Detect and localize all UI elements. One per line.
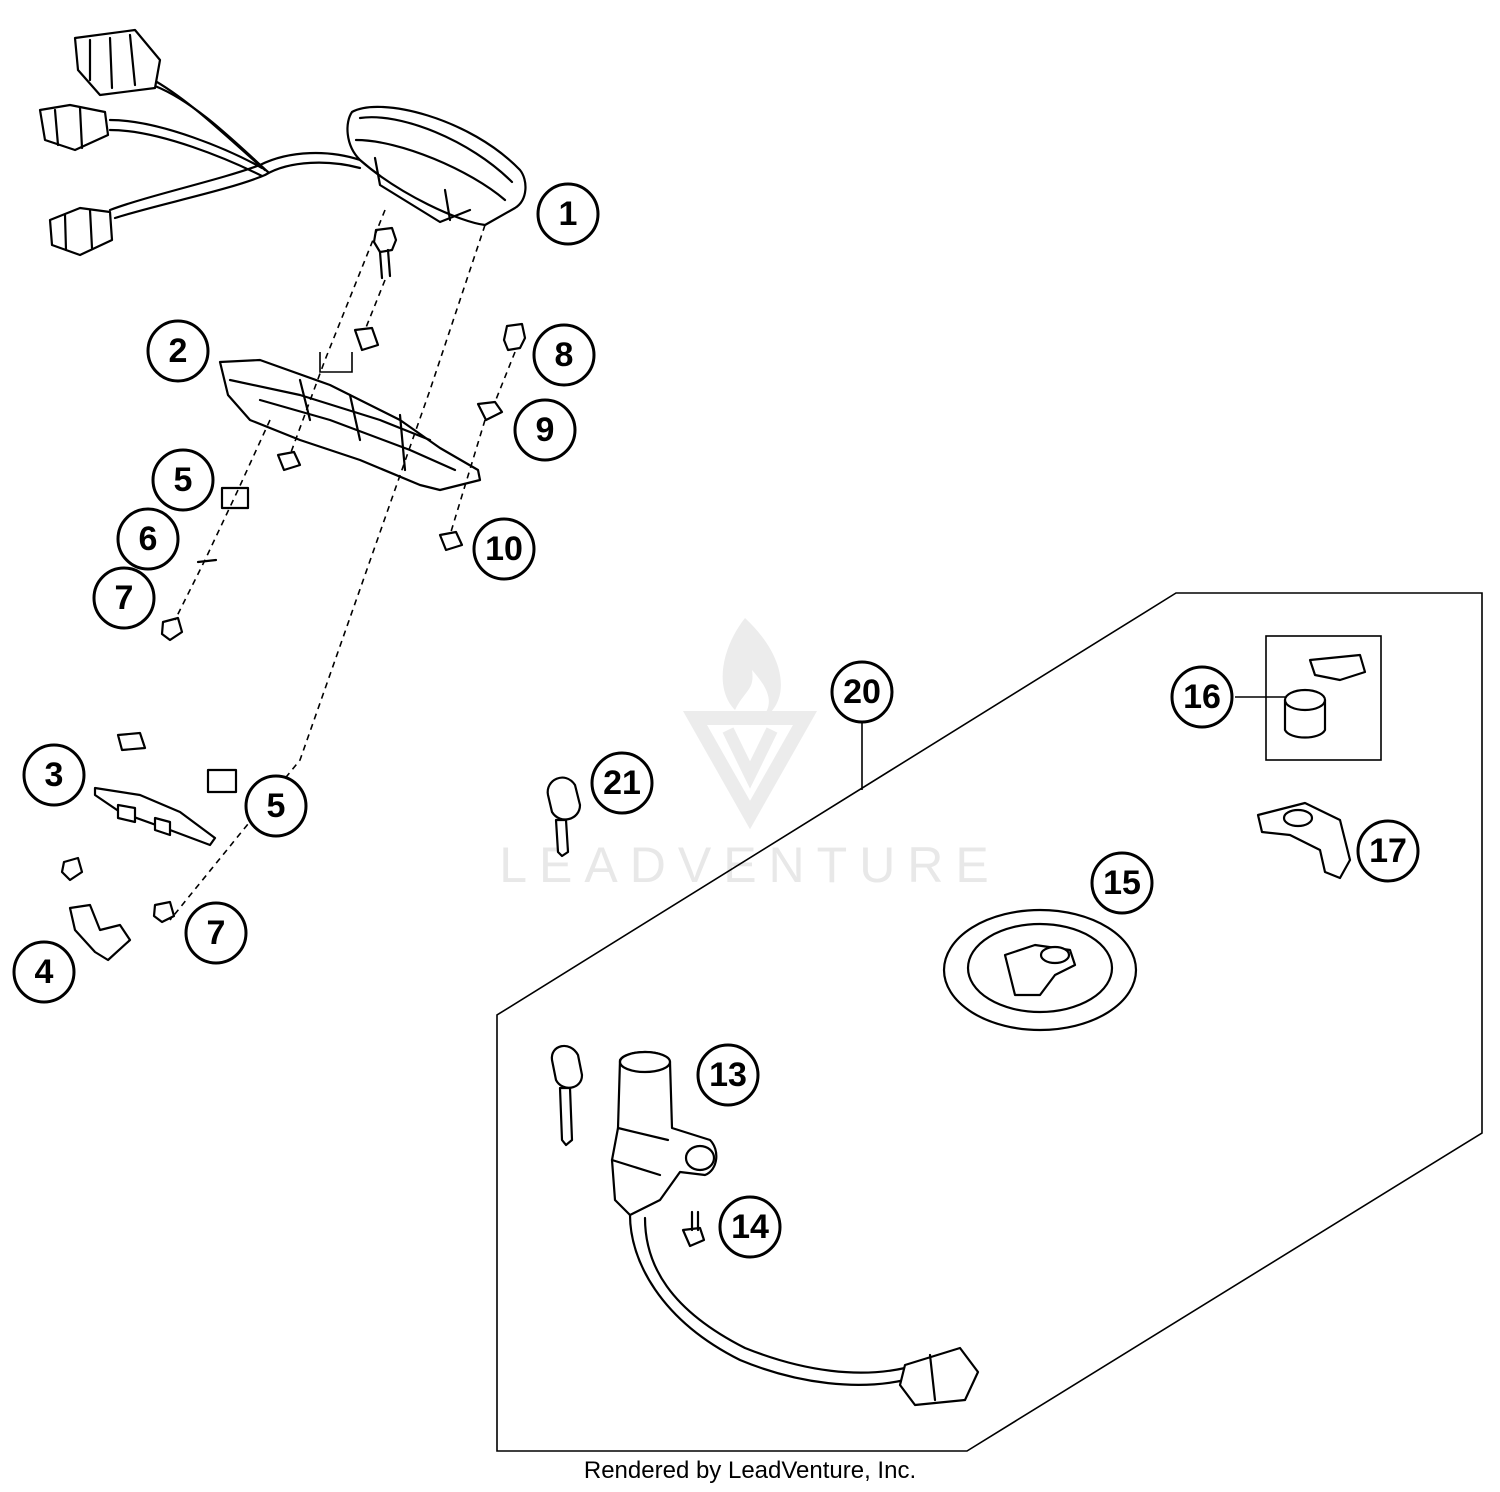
- svg-text:14: 14: [731, 1208, 769, 1246]
- screw-8: [502, 322, 527, 352]
- svg-text:17: 17: [1369, 832, 1407, 870]
- callout-13: 13: [696, 1043, 760, 1107]
- callout-17: 17: [1356, 819, 1420, 883]
- svg-text:9: 9: [536, 411, 555, 449]
- fuel-cap-15: [942, 908, 1138, 1032]
- spacer-top: [353, 326, 380, 352]
- svg-text:10: 10: [485, 530, 523, 568]
- screw-small: [60, 856, 84, 882]
- watermark-text: LEADVENTURE: [499, 837, 1001, 893]
- assembly-line: [169, 224, 486, 921]
- screw-7b: [152, 900, 176, 924]
- callout-16: 16: [1170, 665, 1234, 729]
- callout-7a: 7: [92, 566, 156, 630]
- callout-15: 15: [1090, 851, 1154, 915]
- board-3: [93, 731, 217, 847]
- assembly-line: [174, 419, 271, 621]
- callout-5a: 5: [151, 448, 215, 512]
- leader-spacer: [319, 352, 353, 373]
- screw-14: [681, 1210, 706, 1248]
- ignition-lock-13: [610, 1050, 718, 1217]
- svg-text:1: 1: [559, 195, 578, 233]
- svg-text:5: 5: [174, 461, 193, 499]
- svg-text:5: 5: [267, 787, 286, 825]
- kit-outline: [496, 592, 1483, 1452]
- callout-1: 1: [536, 182, 600, 246]
- svg-text:3: 3: [45, 756, 64, 794]
- svg-text:2: 2: [169, 332, 188, 370]
- svg-text:21: 21: [603, 764, 641, 802]
- callout-8: 8: [532, 323, 596, 387]
- svg-text:13: 13: [709, 1056, 747, 1094]
- svg-text:4: 4: [35, 953, 54, 991]
- callout-14: 14: [718, 1195, 782, 1259]
- inset-box-16: [1265, 635, 1382, 761]
- nut-10: [438, 530, 464, 552]
- callout-5b: 5: [244, 774, 308, 838]
- svg-text:8: 8: [555, 336, 574, 374]
- callout-21: 21: [590, 751, 654, 815]
- svg-text:16: 16: [1183, 678, 1221, 716]
- callout-20: 20: [830, 660, 894, 724]
- lock-cylinder-16: [1283, 653, 1367, 739]
- callout-3: 3: [22, 743, 86, 807]
- bracket-17: [1256, 801, 1352, 880]
- svg-text:7: 7: [115, 579, 134, 617]
- key-21: [546, 776, 582, 858]
- callout-10: 10: [472, 517, 536, 581]
- cable-13: [628, 1213, 980, 1407]
- washer-6: [196, 558, 218, 564]
- callout-4: 4: [12, 940, 76, 1004]
- assembly-line: [494, 351, 516, 403]
- assembly-line: [449, 419, 486, 536]
- instrument-cluster: [346, 105, 527, 227]
- rubber-5a: [220, 486, 250, 510]
- svg-text:20: 20: [843, 673, 881, 711]
- svg-text:7: 7: [207, 914, 226, 952]
- callout-2: 2: [146, 319, 210, 383]
- callout-6: 6: [116, 507, 180, 571]
- callout-7b: 7: [184, 901, 248, 965]
- grommet-left: [276, 450, 302, 472]
- assembly-line: [364, 279, 386, 331]
- holder-bracket: [218, 358, 482, 492]
- clip-4: [68, 903, 132, 962]
- washer-9: [476, 400, 504, 422]
- callout-9: 9: [513, 398, 577, 462]
- footer-credit: Rendered by LeadVenture, Inc.: [584, 1457, 916, 1484]
- svg-text:6: 6: [139, 520, 158, 558]
- svg-text:15: 15: [1103, 864, 1141, 902]
- screw-7a: [160, 616, 184, 642]
- watermark-logo: [682, 618, 818, 830]
- rubber-5b: [206, 768, 238, 794]
- key-lock: [550, 1044, 584, 1147]
- screw-top: [372, 226, 398, 280]
- wiring-harness: [38, 28, 362, 257]
